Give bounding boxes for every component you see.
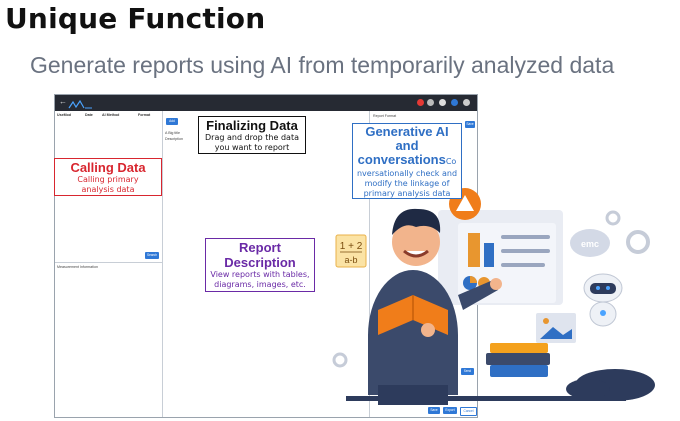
measurement-info-label: Measurement Information (57, 265, 98, 269)
save-button[interactable]: Save (465, 121, 475, 128)
gear-icon (605, 210, 621, 226)
record-icon[interactable] (417, 99, 424, 106)
add-button[interactable]: Add (166, 118, 178, 125)
callout-description: View reports with tables, diagrams, imag… (210, 270, 310, 289)
report-description-callout: Report Description View reports with tab… (205, 238, 315, 292)
callout-heading-line2: and (395, 138, 419, 153)
bar-2 (484, 243, 494, 267)
bar-1 (468, 233, 480, 267)
column-header-usemod: UseMod (57, 113, 71, 117)
callout-heading-line3: conversations (357, 152, 446, 167)
callout-description: nversationally check and modify the link… (356, 169, 458, 198)
user-icon[interactable] (439, 99, 446, 106)
cancel-button[interactable]: Cancel (460, 407, 477, 416)
column-header-format: Format (138, 113, 151, 117)
cloud-icon (570, 229, 610, 257)
title-field-label: A Big title (165, 131, 180, 135)
svg-text:emc: emc (581, 239, 599, 249)
export-button[interactable]: Export (443, 407, 457, 414)
person-head (392, 218, 440, 266)
calling-data-callout: Calling Data Calling primary analysis da… (54, 158, 162, 196)
callout-description: Calling primary analysis data (77, 175, 139, 194)
page-title: Unique Function (5, 2, 266, 35)
divider (55, 262, 162, 263)
page-subtitle: Generate reports using AI from temporari… (30, 52, 615, 78)
app-logo (68, 97, 94, 109)
search-button[interactable]: Search (145, 252, 159, 259)
callout-heading: Finalizing Data (206, 118, 298, 133)
books-icon (490, 343, 548, 353)
callout-heading: Report Description (224, 240, 296, 270)
illustration: 1 + 2 a-b emc (332, 188, 655, 405)
description-field-label: Description (165, 137, 183, 141)
language-icon[interactable] (451, 99, 458, 106)
svg-text:1 + 2: 1 + 2 (340, 241, 363, 252)
save-report-button[interactable]: Save (428, 407, 440, 414)
column-header-ai-method: AI Method (102, 113, 120, 117)
callout-heading: Calling Data (70, 160, 146, 175)
data-list-panel: UseMod Date AI Method Format Search Meas… (55, 111, 163, 417)
generative-ai-callout: Generative AI and conversationsCo nversa… (352, 123, 462, 199)
callout-heading-tail: Co (445, 157, 457, 166)
logout-icon[interactable] (463, 99, 470, 106)
report-editor-panel: Add A Big title Description (163, 111, 370, 417)
chat-icon[interactable] (427, 99, 434, 106)
gear-icon (626, 230, 650, 254)
svg-text:a-b: a-b (344, 255, 357, 265)
callout-heading-line1: Generative AI (365, 124, 449, 139)
app-topbar: ← (55, 95, 477, 111)
callout-description: Drag and drop the data you want to repor… (205, 133, 299, 152)
report-format-label: Report Format (373, 114, 397, 118)
gear-icon (332, 352, 348, 368)
back-arrow-icon[interactable]: ← (59, 97, 67, 106)
finalizing-data-callout: Finalizing Data Drag and drop the data y… (198, 116, 306, 154)
column-header-date: Date (85, 113, 93, 117)
send-button[interactable]: Send (461, 368, 474, 375)
